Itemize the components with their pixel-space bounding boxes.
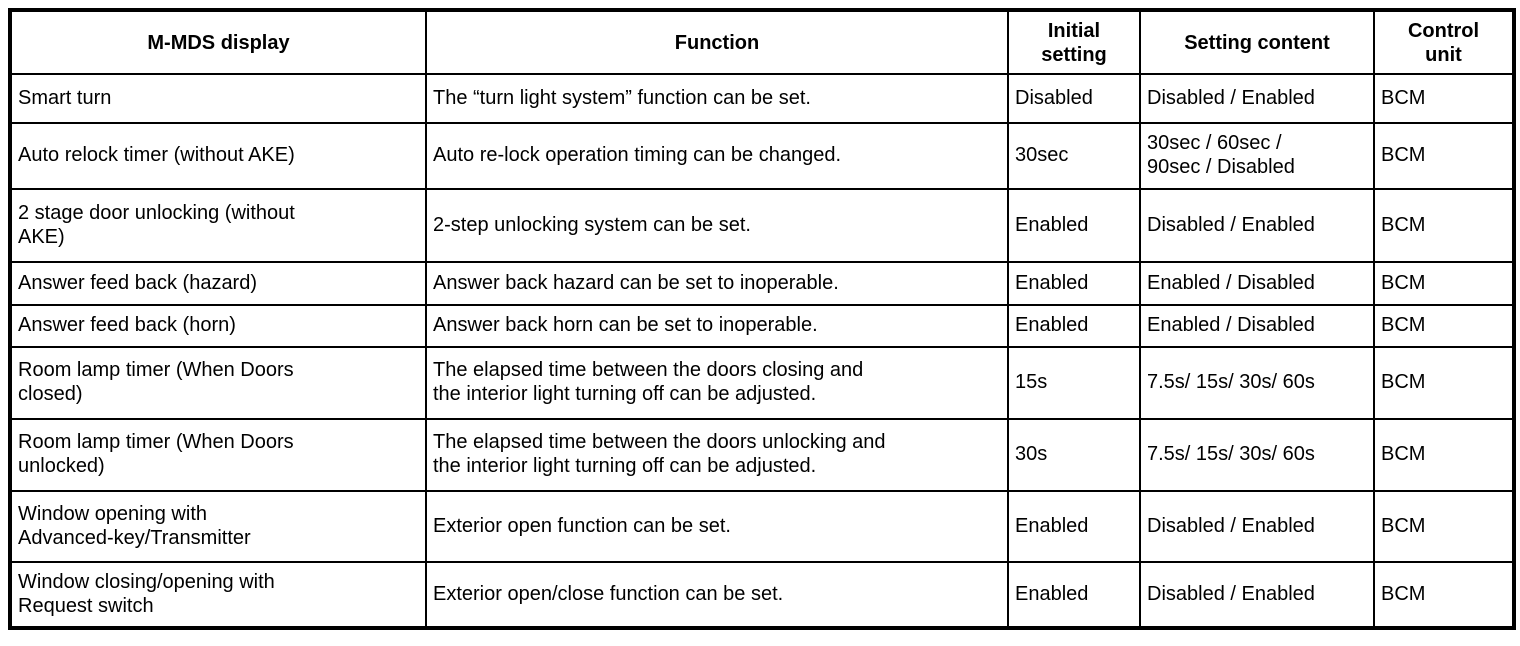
cell-function: The elapsed time between the doors closi… (425, 346, 1009, 420)
cell-control-unit: BCM (1373, 304, 1515, 348)
cell-function: The elapsed time between the doors unloc… (425, 418, 1009, 492)
cell-control-unit: BCM (1373, 561, 1515, 629)
table-row: Room lamp timer (When Doors unlocked) Th… (9, 418, 1515, 492)
cell-setting-content: Disabled / Enabled (1139, 188, 1375, 263)
cell-control-unit: BCM (1373, 346, 1515, 420)
cell-function: The “turn light system” function can be … (425, 73, 1009, 124)
table-row: Answer feed back (horn) Answer back horn… (9, 304, 1515, 348)
cell-control-unit: BCM (1373, 418, 1515, 492)
cell-control-unit: BCM (1373, 73, 1515, 124)
cell-setting-content: Disabled / Enabled (1139, 73, 1375, 124)
cell-display: Answer feed back (hazard) (9, 261, 427, 306)
cell-setting-content: 7.5s/ 15s/ 30s/ 60s (1139, 418, 1375, 492)
table-row: Room lamp timer (When Doors closed) The … (9, 346, 1515, 420)
cell-initial-setting: Disabled (1007, 73, 1141, 124)
col-header-setting-content: Setting content (1139, 9, 1375, 75)
cell-setting-content: Enabled / Disabled (1139, 304, 1375, 348)
cell-setting-content: Disabled / Enabled (1139, 561, 1375, 629)
table-row: Window opening with Advanced-key/Transmi… (9, 490, 1515, 563)
cell-display: Room lamp timer (When Doors closed) (9, 346, 427, 420)
cell-initial-setting: Enabled (1007, 304, 1141, 348)
cell-initial-setting: 15s (1007, 346, 1141, 420)
header-row: M-MDS display Function Initial setting S… (9, 9, 1515, 75)
cell-initial-setting: Enabled (1007, 188, 1141, 263)
table-header-row: M-MDS display Function Initial setting S… (9, 9, 1515, 75)
cell-control-unit: BCM (1373, 188, 1515, 263)
cell-control-unit: BCM (1373, 261, 1515, 306)
col-header-initial-setting: Initial setting (1007, 9, 1141, 75)
settings-table: M-MDS display Function Initial setting S… (8, 8, 1516, 630)
cell-display: Window closing/opening with Request swit… (9, 561, 427, 629)
cell-function: 2-step unlocking system can be set. (425, 188, 1009, 263)
cell-initial-setting: Enabled (1007, 561, 1141, 629)
cell-setting-content: Enabled / Disabled (1139, 261, 1375, 306)
table-row: Window closing/opening with Request swit… (9, 561, 1515, 629)
table-row: Auto relock timer (without AKE) Auto re-… (9, 122, 1515, 190)
cell-display: Smart turn (9, 73, 427, 124)
table-row: 2 stage door unlocking (without AKE) 2-s… (9, 188, 1515, 263)
table-body: Smart turn The “turn light system” funct… (9, 73, 1515, 629)
table-row: Smart turn The “turn light system” funct… (9, 73, 1515, 124)
table-row: Answer feed back (hazard) Answer back ha… (9, 261, 1515, 306)
cell-display: Answer feed back (horn) (9, 304, 427, 348)
cell-initial-setting: 30s (1007, 418, 1141, 492)
cell-initial-setting: Enabled (1007, 261, 1141, 306)
cell-initial-setting: Enabled (1007, 490, 1141, 563)
cell-function: Answer back horn can be set to inoperabl… (425, 304, 1009, 348)
cell-setting-content: 7.5s/ 15s/ 30s/ 60s (1139, 346, 1375, 420)
cell-function: Answer back hazard can be set to inopera… (425, 261, 1009, 306)
cell-control-unit: BCM (1373, 122, 1515, 190)
cell-display: 2 stage door unlocking (without AKE) (9, 188, 427, 263)
cell-function: Auto re-lock operation timing can be cha… (425, 122, 1009, 190)
cell-function: Exterior open/close function can be set. (425, 561, 1009, 629)
cell-setting-content: Disabled / Enabled (1139, 490, 1375, 563)
cell-display: Window opening with Advanced-key/Transmi… (9, 490, 427, 563)
cell-function: Exterior open function can be set. (425, 490, 1009, 563)
cell-setting-content: 30sec / 60sec / 90sec / Disabled (1139, 122, 1375, 190)
col-header-function: Function (425, 9, 1009, 75)
col-header-mmds-display: M-MDS display (9, 9, 427, 75)
cell-control-unit: BCM (1373, 490, 1515, 563)
cell-display: Room lamp timer (When Doors unlocked) (9, 418, 427, 492)
cell-initial-setting: 30sec (1007, 122, 1141, 190)
col-header-control-unit: Control unit (1373, 9, 1515, 75)
cell-display: Auto relock timer (without AKE) (9, 122, 427, 190)
